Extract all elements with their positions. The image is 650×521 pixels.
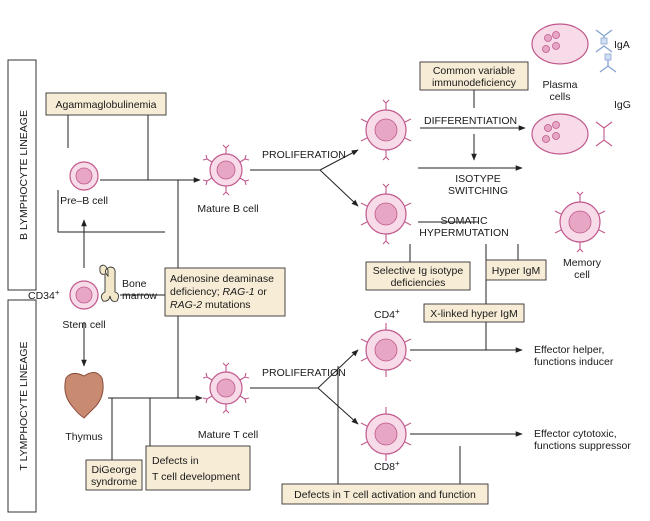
plasma-cell-lower [531,113,589,155]
cvid-label-1: Common variable [433,65,515,77]
ada-left-bracket [57,190,165,233]
thymus-icon [64,372,104,419]
effector-cyto-label-2: functions suppressor [534,440,631,452]
agammaglobulinemia-box [45,92,167,116]
stem-cell-label: Stem cell [62,319,105,331]
activated-b-cell-upper [360,99,412,161]
t-activation-label: Defects in T cell activation and functio… [294,489,476,501]
proliferation-t-label: PROLIFERATION [262,367,346,379]
bone-label: Bone [122,278,147,290]
xlinked-label: X-linked hyper IgM [430,308,518,320]
b-lineage-panel [7,59,37,291]
memory-label-1: Memory [563,257,602,269]
isotype-label-2: SWITCHING [448,185,508,197]
proliferation-b-label: PROLIFERATION [262,149,346,161]
thymus-label: Thymus [65,431,102,443]
differentiation-label: DIFFERENTIATION [424,115,517,127]
igg-label: IgG [614,99,631,111]
cd4-t-cell [360,323,412,377]
selective-label-2: deficiencies [391,277,446,289]
selective-ig-box [365,261,471,291]
mature-t-label: Mature T cell [198,429,258,441]
cd34-label: CD34+ [28,288,60,302]
t-lineage-panel [7,299,37,513]
cd8-label: CD8+ [374,459,400,473]
digeorge-box [85,459,143,491]
mature-b-label: Mature B cell [197,203,258,215]
ada-label-2: deficiency; RAG-1 or [170,286,267,298]
tdev-label-2: T cell development [152,471,240,483]
selective-label-1: Selective Ig isotype [373,265,464,277]
effector-helper-label-1: Effector helper, [534,344,604,356]
b-fork-up-arrow [319,149,359,171]
mature-b-cell [202,144,250,196]
hyper-igm-label: Hyper IgM [492,265,540,277]
effector-cyto-label-1: Effector cytotoxic, [534,428,617,440]
agammaglobulinemia-label: Agammaglobulinemia [56,99,157,111]
stem-cell [69,280,99,310]
ada-label-1: Adenosine deaminase [170,273,274,285]
memory-label-2: cell [574,269,590,281]
activated-b-cell-lower [360,183,412,245]
hyper-igm-box [485,259,547,281]
pre-b-cell [69,161,99,191]
bone-icon [99,264,120,302]
pre-b-cell-label: Pre–B cell [60,195,108,207]
isotype-label-1: ISOTYPE [455,173,501,185]
cvid-label-2: immunodeficiency [432,77,517,89]
mature-t-cell [202,362,250,414]
plasma-cell-upper [531,23,589,65]
iga-label: IgA [614,39,630,51]
plasma-label-1: Plasma [542,79,577,91]
b-lineage-label: B LYMPHOCYTE LINEAGE [18,110,30,240]
memory-cell [554,191,606,253]
cd8-t-cell [360,407,412,461]
tdev-label-1: Defects in [152,455,199,467]
somatic-label-2: HYPERMUTATION [419,227,508,239]
effector-helper-label-2: functions inducer [534,356,614,368]
iga-antibody-icon [595,29,617,73]
t-development-box [145,445,251,491]
somatic-label-1: SOMATIC [440,215,487,227]
marrow-label: marrow [122,290,157,302]
digeorge-label-2: syndrome [91,476,137,488]
ada-box [164,267,286,317]
plasma-label-2: cells [549,91,570,103]
b-fork-down-arrow [319,169,359,207]
cvid-box [419,61,529,91]
t-activation-box [281,483,489,505]
ada-label-3: RAG-2 mutations [170,299,251,311]
xlinked-hyper-igm-box [423,303,525,323]
digeorge-label-1: DiGeorge [92,464,137,476]
igg-antibody-icon [595,121,613,147]
t-lineage-label: T LYMPHOCYTE LINEAGE [18,341,30,470]
cd4-label: CD4+ [374,307,400,321]
